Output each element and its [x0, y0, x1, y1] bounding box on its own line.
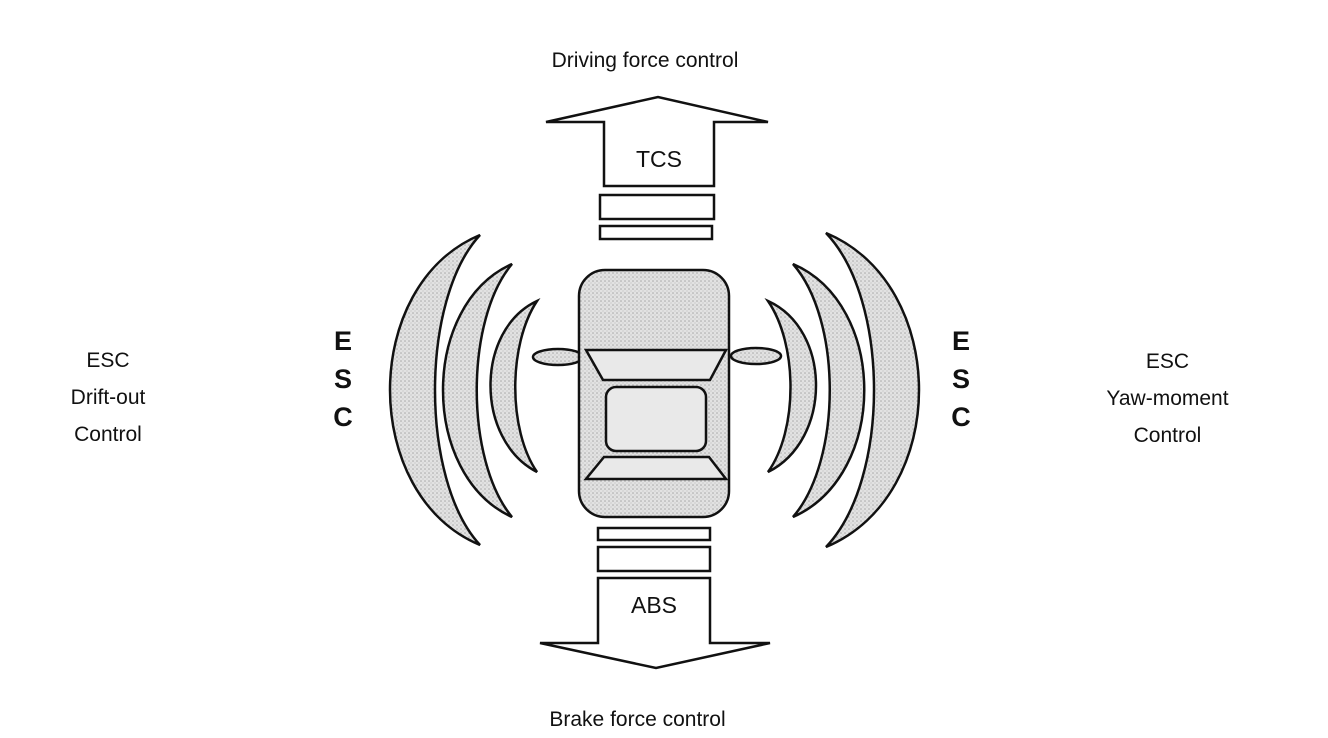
- brake-force-control-label: Brake force control: [549, 708, 726, 731]
- esc-letter: C: [333, 402, 353, 432]
- abs-bar-small: [596, 526, 712, 542]
- esc-letter: E: [333, 326, 352, 356]
- right-crescent-inner: [764, 298, 818, 474]
- right-crescents: [764, 231, 921, 549]
- esc-letter: C: [951, 402, 971, 432]
- left-crescent-outer: [388, 233, 481, 547]
- tcs-label: TCS: [636, 146, 682, 172]
- driving-force-control-label: Driving force control: [551, 49, 739, 72]
- left-crescent-inner: [489, 297, 541, 474]
- front-windshield: [583, 348, 729, 382]
- esc-vertical-right: E S C: [941, 322, 981, 436]
- abs-label: ABS: [630, 592, 678, 618]
- car-roof: [604, 385, 708, 453]
- tcs-arrow: [545, 95, 769, 188]
- esc-yaw-moment-control-label: ESC Yaw-moment Control: [1100, 343, 1235, 454]
- esc-letter: S: [951, 364, 970, 394]
- right-block-line: Yaw-moment: [1106, 387, 1229, 410]
- esc-drift-out-control-label: ESC Drift-out Control: [48, 342, 168, 453]
- right-crescent-outer: [825, 231, 921, 549]
- left-crescents: [388, 233, 541, 547]
- right-block-line: Control: [1133, 424, 1202, 447]
- car-top-view: [531, 268, 783, 519]
- tcs-bar-small: [598, 224, 714, 241]
- esc-letter: E: [951, 326, 970, 356]
- abs-arrow: [539, 576, 771, 670]
- left-block-line: ESC: [86, 349, 130, 372]
- left-mirror: [531, 347, 585, 367]
- tcs-bar-large: [598, 193, 716, 221]
- left-crescent-middle: [441, 262, 513, 519]
- left-block-line: Control: [74, 423, 142, 446]
- right-block-line: ESC: [1145, 350, 1190, 373]
- esc-letter: S: [333, 364, 352, 394]
- abs-bar-large: [596, 545, 712, 573]
- left-block-line: Drift-out: [70, 386, 146, 409]
- right-mirror: [729, 346, 783, 366]
- rear-window: [583, 455, 729, 481]
- esc-vertical-left: E S C: [323, 322, 363, 436]
- right-crescent-middle: [792, 262, 866, 519]
